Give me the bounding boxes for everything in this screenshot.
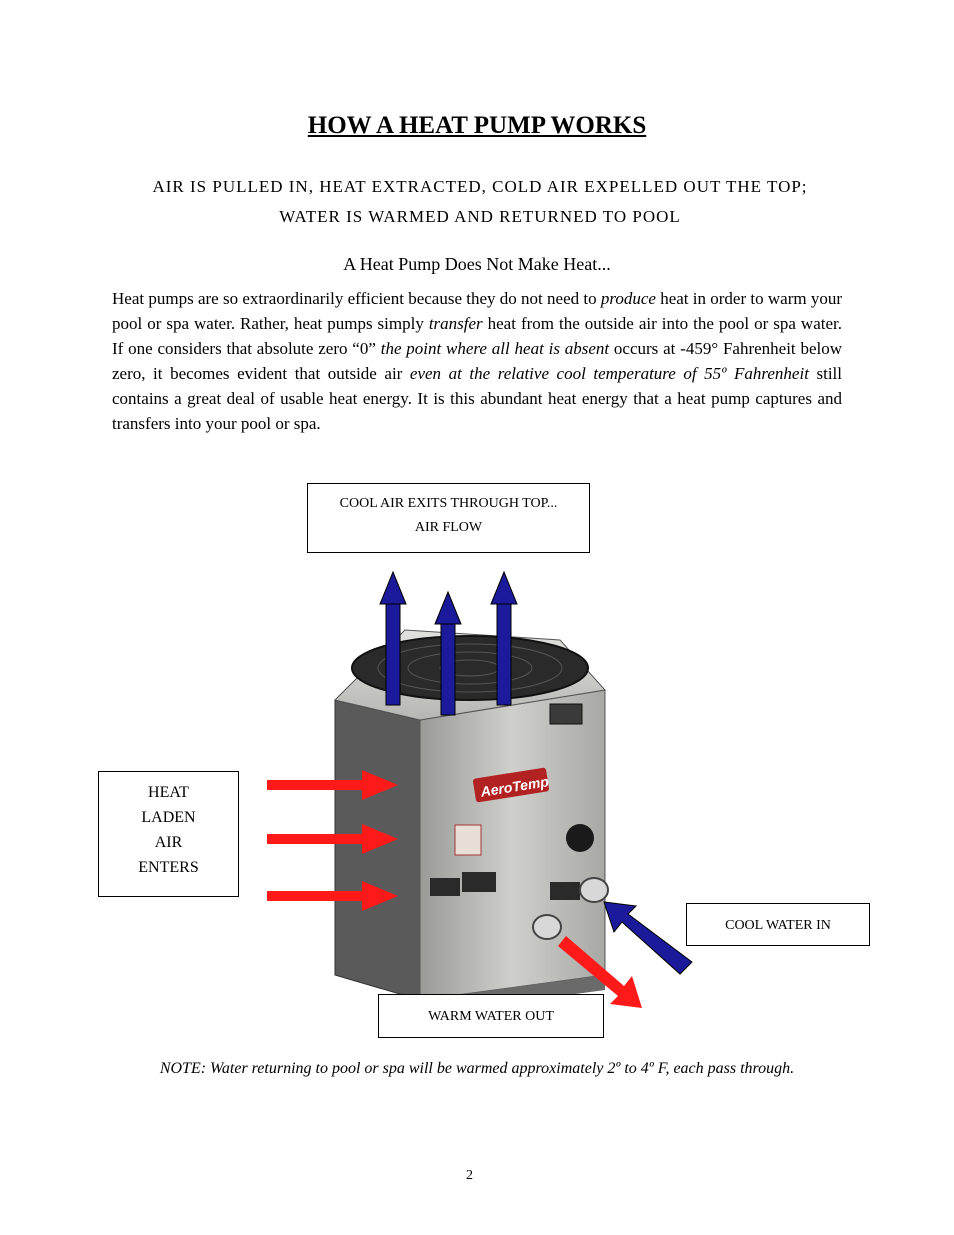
section-heading: A Heat Pump Does Not Make Heat... xyxy=(343,254,611,274)
air-intake-label-line3: AIR xyxy=(154,834,183,851)
fan-grille xyxy=(351,635,589,701)
arrow-up-2 xyxy=(434,590,462,716)
body-text-emph-3: the point where all heat is absent xyxy=(380,339,610,358)
body-paragraph: Heat pumps are so extraordinarily effici… xyxy=(112,286,842,436)
arrow-up-3 xyxy=(490,570,518,706)
water-outlet xyxy=(532,914,562,940)
footnote: NOTE: Water returning to pool or spa wil… xyxy=(159,1060,795,1077)
label-plate xyxy=(454,824,482,856)
body-text-3: heat from the outside air into the pool … xyxy=(112,314,842,358)
control-panel xyxy=(549,703,583,725)
cool-water-in-label: COOL WATER IN xyxy=(686,903,870,946)
air-intake-label-line4: ENTERS xyxy=(138,859,199,876)
air-exit-label-line1: COOL AIR EXITS THROUGH TOP... xyxy=(339,496,558,511)
heat-pump-unit: AeroTemp xyxy=(334,629,609,1015)
body-text-5: still contains a great deal of usable he… xyxy=(112,364,842,433)
cool-water-in-arrow xyxy=(603,901,693,975)
brand-badge xyxy=(473,767,549,803)
body-text-emph-2: transfer xyxy=(428,314,483,333)
arrow-right-2 xyxy=(267,824,398,854)
body-text-1: Heat pumps are so extraordinarily effici… xyxy=(112,289,601,308)
air-intake-label-line2: LADEN xyxy=(141,809,196,826)
body-text-2: heat in order to warm your pool or spa w… xyxy=(112,289,842,333)
air-intake-label-box: HEAT LADEN AIR ENTERS xyxy=(98,771,239,897)
unit-side-panel xyxy=(334,699,421,1001)
arrow-right-1 xyxy=(267,770,398,800)
page-title: HOW A HEAT PUMP WORKS xyxy=(307,112,647,139)
arrow-up-1 xyxy=(379,570,407,706)
body-text-emph-1: produce xyxy=(600,289,656,308)
body-text-emph-4: even at the relative cool temperature of… xyxy=(409,364,809,383)
hot-air-intake-arrows xyxy=(267,770,398,911)
logo-seal xyxy=(566,824,594,852)
water-inlet xyxy=(579,877,609,903)
body-text-4: occurs at -459° Fahrenheit below zero, i… xyxy=(112,339,842,383)
warm-water-out-label: WARM WATER OUT xyxy=(378,994,604,1038)
arrow-right-3 xyxy=(267,881,398,911)
warm-water-out-arrow xyxy=(558,936,642,1008)
air-intake-label-line1: HEAT xyxy=(148,784,189,801)
cool-air-exit-arrows xyxy=(379,570,518,716)
page-number: 2 xyxy=(466,1168,473,1183)
air-exit-label-box: COOL AIR EXITS THROUGH TOP... AIR FLOW xyxy=(307,483,590,553)
subtitle: AIR IS PULLED IN, HEAT EXTRACTED, COLD A… xyxy=(152,177,808,226)
air-exit-label-line2: AIR FLOW xyxy=(414,520,483,535)
